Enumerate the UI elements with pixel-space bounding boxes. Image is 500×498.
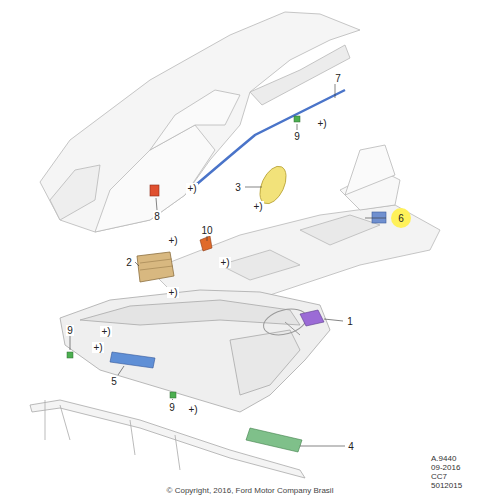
callout-number: 9	[168, 402, 176, 413]
knee-airbag	[110, 352, 155, 368]
callout-number: +)	[100, 326, 111, 337]
impact-sensor	[200, 236, 212, 251]
drawing-code: 5012015	[430, 482, 463, 491]
callout-number: +)	[167, 287, 178, 298]
callout-number: 8	[153, 211, 161, 222]
drawing-code: CC7	[430, 473, 448, 482]
body-side	[40, 12, 360, 232]
drawing-code: 09-2016	[430, 464, 461, 473]
callout-number: +)	[167, 235, 178, 246]
copyright-caption: © Copyright, 2016, Ford Motor Company Br…	[166, 487, 335, 496]
passenger-knee-airbag	[246, 428, 302, 452]
callout-number: 4	[347, 441, 355, 452]
driver-airbag	[300, 310, 324, 326]
dashboard	[60, 290, 330, 412]
crash-sensor	[150, 185, 159, 196]
highlight-dot	[391, 208, 411, 228]
callout-number: 1	[346, 316, 354, 327]
clip	[67, 116, 300, 398]
callout-number: +)	[187, 404, 198, 415]
callout-number: +)	[252, 201, 263, 212]
callout-number: 3	[234, 182, 242, 193]
control-module	[372, 212, 386, 223]
leader-lines	[70, 84, 386, 446]
callout-number: 9	[66, 325, 74, 336]
callout-number: +)	[186, 183, 197, 194]
callout-number: 6	[397, 213, 405, 224]
airbag-module	[137, 252, 174, 282]
callout-number: +)	[92, 342, 103, 353]
callout-number: 10	[200, 225, 213, 236]
drawing-code: A.9440	[430, 455, 457, 464]
steering-wheel	[261, 305, 310, 340]
callout-number: 9	[293, 131, 301, 142]
callout-number: 2	[125, 257, 133, 268]
callout-number: +)	[316, 118, 327, 129]
floor-pan	[150, 145, 440, 310]
callout-number: 5	[110, 376, 118, 387]
callout-number: +)	[219, 257, 230, 268]
cross-car-beam	[30, 400, 305, 478]
callout-number: 7	[334, 73, 342, 84]
